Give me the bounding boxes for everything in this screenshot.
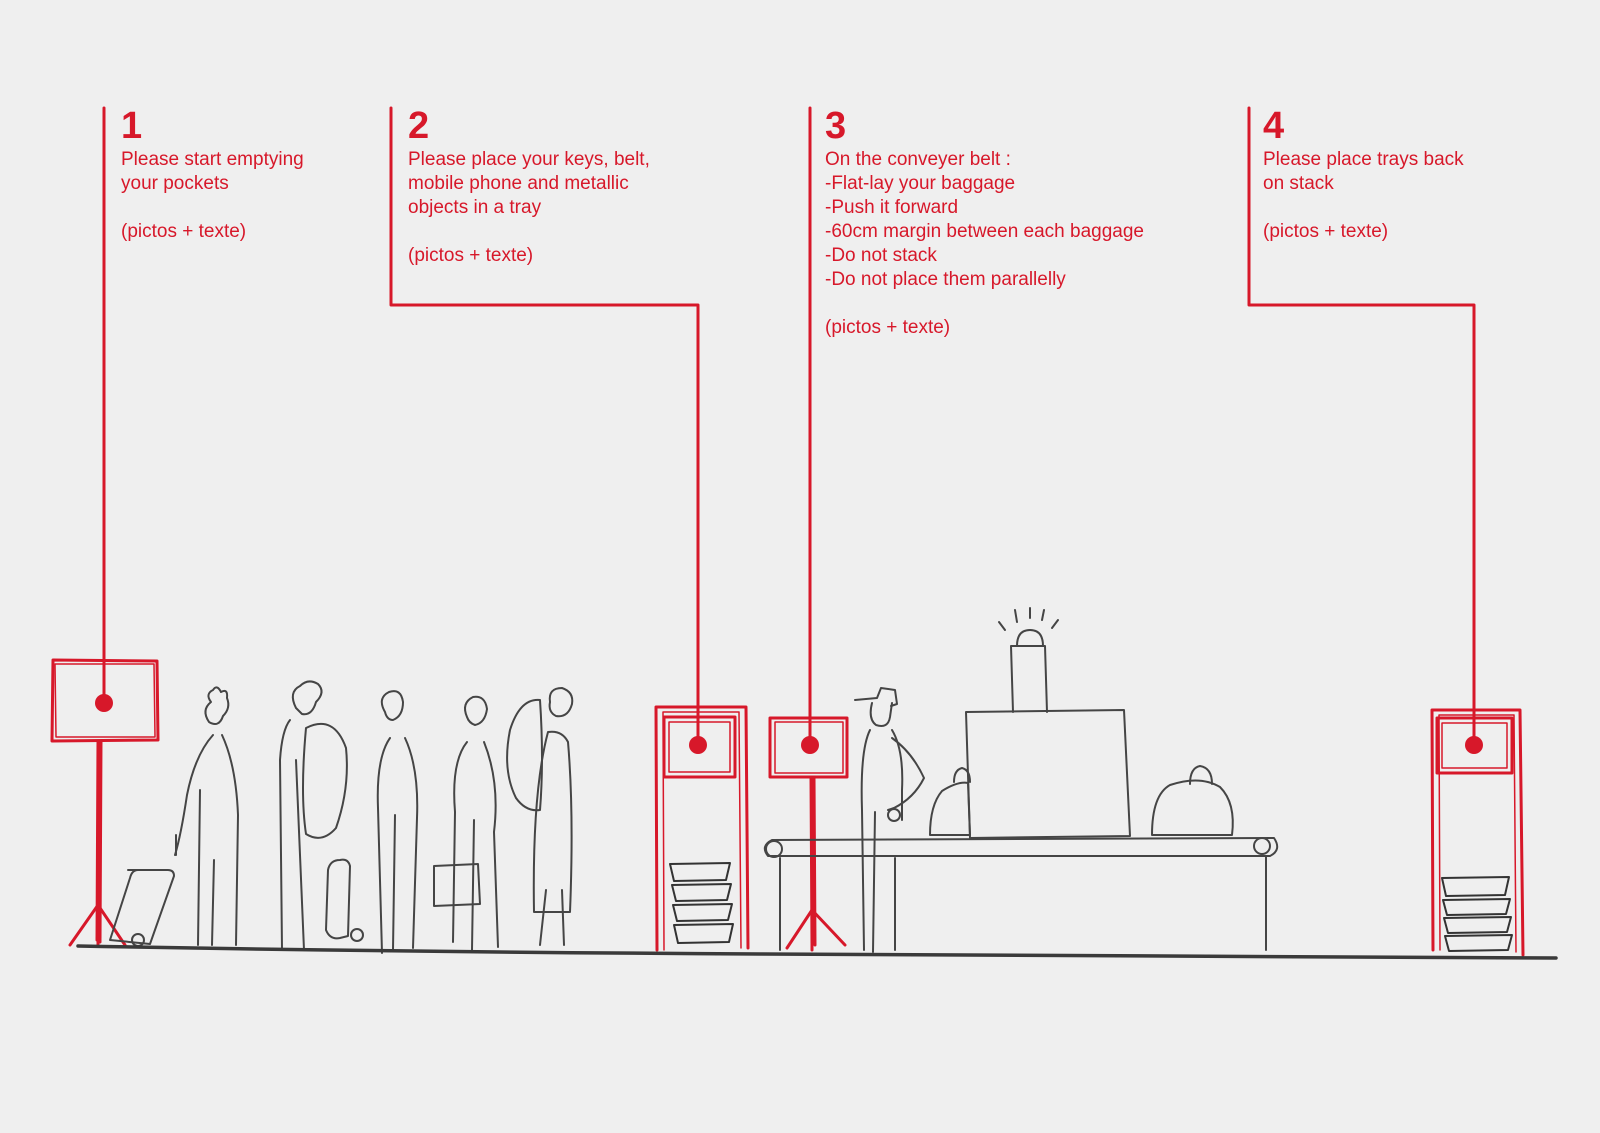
- step-2-block: 2 Please place your keys, belt, mobile p…: [408, 105, 650, 268]
- baggage: [929, 765, 1234, 836]
- step-text-line: (pictos + texte): [1263, 221, 1389, 242]
- step-text-line: on stack: [1263, 173, 1334, 194]
- step-text-line: Please place your keys, belt,: [408, 149, 650, 170]
- step-text-line: -Do not place them parallelly: [825, 269, 1066, 290]
- step-4-block: 4 Please place trays back on stack (pict…: [1263, 105, 1464, 244]
- marker-dot-4: [1465, 736, 1483, 754]
- security-agent: [854, 687, 925, 953]
- floor-line: [76, 944, 1558, 960]
- step-text-line: -Push it forward: [825, 197, 959, 218]
- step-text-line: your pockets: [121, 173, 229, 194]
- tray-return-station: [1430, 708, 1525, 957]
- conveyor-belt: [763, 837, 1279, 951]
- step-text-line: [1263, 196, 1464, 220]
- tray-stack-2: [669, 862, 734, 944]
- marker-dot-3: [801, 736, 819, 754]
- step-number: 4: [1263, 105, 1285, 147]
- step-3-block: 3 On the conveyer belt : -Flat-lay your …: [825, 105, 1144, 340]
- step-text-line: [408, 220, 650, 244]
- step-text-line: [121, 196, 304, 220]
- queue-people: [109, 680, 574, 954]
- step-text-line: On the conveyer belt :: [825, 149, 1011, 170]
- step-text-line: objects in a tray: [408, 197, 542, 218]
- step-text-line: -Do not stack: [825, 245, 937, 266]
- step-text-line: (pictos + texte): [121, 221, 247, 242]
- marker-dot-1: [95, 694, 113, 712]
- step-text-line: Please place trays back: [1263, 149, 1464, 170]
- step-text-line: (pictos + texte): [825, 317, 951, 338]
- step-number: 1: [121, 105, 143, 147]
- callout-line-2: [389, 106, 700, 747]
- step-text-line: -60cm margin between each baggage: [825, 221, 1144, 242]
- step-text-line: [825, 292, 1144, 316]
- step-1-block: 1 Please start emptying your pockets (pi…: [121, 105, 304, 244]
- marker-dot-2: [689, 736, 707, 754]
- step-text-line: (pictos + texte): [408, 245, 534, 266]
- step-text-line: Please start emptying: [121, 149, 304, 170]
- callout-line-4: [1247, 106, 1476, 747]
- sign-stand-3: [768, 716, 849, 952]
- step-text-line: mobile phone and metallic: [408, 173, 629, 194]
- step-number: 2: [408, 105, 430, 147]
- sign-stand-1: [50, 658, 160, 947]
- step-text-line: -Flat-lay your baggage: [825, 173, 1016, 194]
- step-number: 3: [825, 105, 847, 147]
- metal-detector-gate: [654, 705, 750, 952]
- xray-scanner: [965, 607, 1131, 839]
- tray-stack-4: [1441, 876, 1513, 952]
